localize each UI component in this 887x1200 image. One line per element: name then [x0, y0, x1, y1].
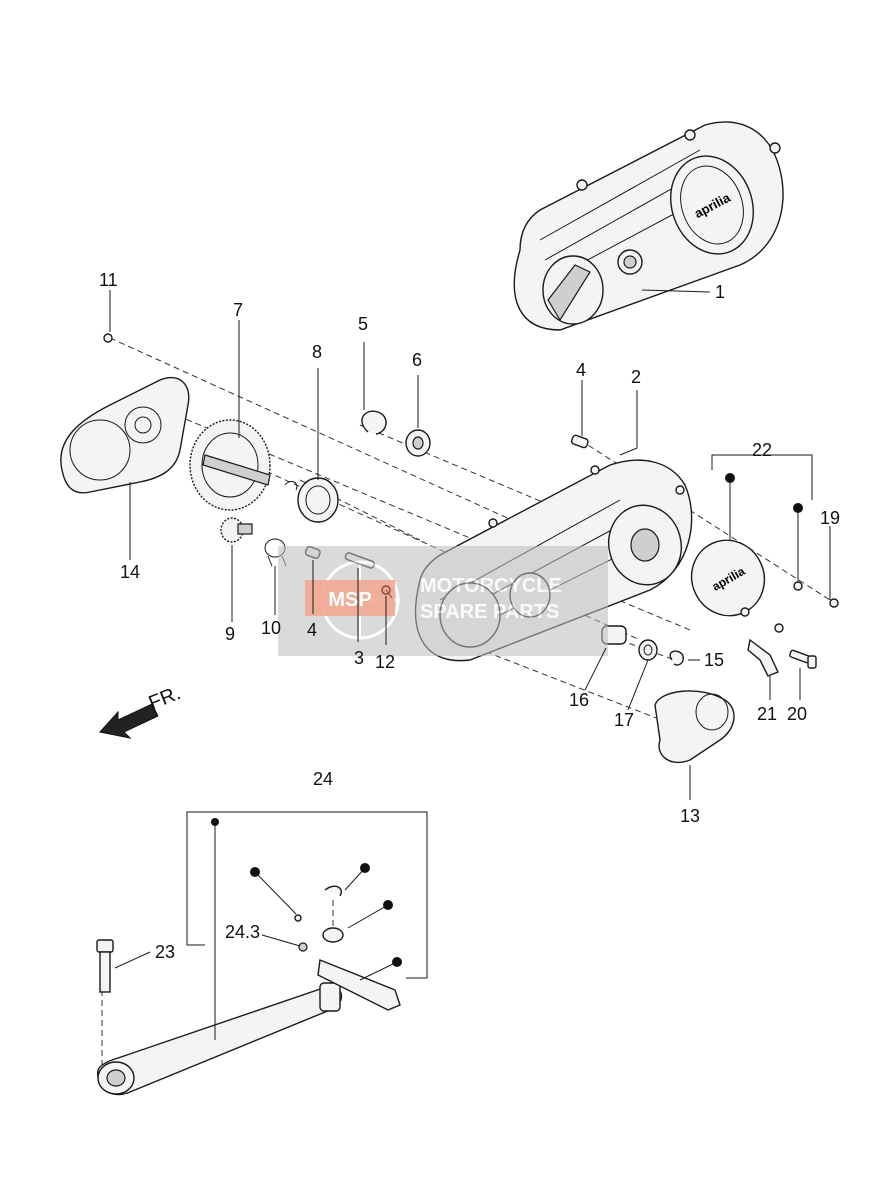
callout-5: 5: [358, 314, 368, 334]
callout-10: 10: [261, 618, 281, 638]
bolt-20: [789, 649, 817, 669]
bracket: [747, 638, 779, 677]
callout-6: 6: [412, 350, 422, 370]
callout-4-upper: 4: [576, 360, 586, 380]
callout-14: 14: [120, 562, 140, 582]
callout-labels: 1 2 3 4 4 5 6 7 8 9 10 11 12 13 14 15 16…: [99, 270, 840, 962]
callout-15: 15: [704, 650, 724, 670]
callout-17: 17: [614, 710, 634, 730]
circlip-small: [669, 650, 684, 666]
callout-1: 1: [715, 282, 725, 302]
group-markers: [211, 473, 803, 967]
bearing: [405, 429, 431, 457]
circlip: [361, 410, 387, 435]
kick-starter-lever: [97, 885, 401, 1096]
watermark-line1: MOTORCYCLE: [420, 575, 562, 597]
callout-4-lower: 4: [307, 620, 317, 640]
intake-duct: [654, 690, 735, 764]
callout-8: 8: [312, 342, 322, 362]
callout-16: 16: [569, 690, 589, 710]
callout-20: 20: [787, 704, 807, 724]
callout-13: 13: [680, 806, 700, 826]
outer-transmission-cover: aprilia: [513, 121, 784, 331]
spring-housing: [284, 477, 339, 523]
bolt-23: [96, 939, 114, 993]
small-cover: aprilia: [690, 539, 839, 633]
callout-19: 19: [820, 508, 840, 528]
watermark-logo: MSP: [328, 589, 371, 611]
front-direction-arrow-icon: [99, 703, 159, 739]
watermark: MSP MOTORCYCLE SPARE PARTS: [278, 546, 608, 656]
dowel-pin-upper: [570, 434, 589, 449]
group-bracket-22: [711, 454, 813, 500]
washer: [638, 639, 658, 661]
front-direction-label: FR.: [146, 682, 184, 714]
callout-23: 23: [155, 942, 175, 962]
callout-21: 21: [757, 704, 777, 724]
callout-24: 24: [313, 769, 333, 789]
callout-11: 11: [99, 270, 118, 290]
callout-22: 22: [752, 440, 772, 460]
callout-24-3: 24.3: [225, 922, 260, 942]
callout-2: 2: [631, 367, 641, 387]
callout-3: 3: [354, 648, 364, 668]
pinion: [220, 517, 253, 543]
starter-gear: [189, 419, 271, 511]
callout-9: 9: [225, 624, 235, 644]
gasket-plate: [60, 377, 190, 494]
screw-11: [103, 333, 113, 343]
watermark-line2: SPARE PARTS: [420, 601, 559, 623]
callout-7: 7: [233, 300, 243, 320]
callout-12: 12: [375, 652, 395, 672]
group-bracket-24: [186, 811, 428, 979]
